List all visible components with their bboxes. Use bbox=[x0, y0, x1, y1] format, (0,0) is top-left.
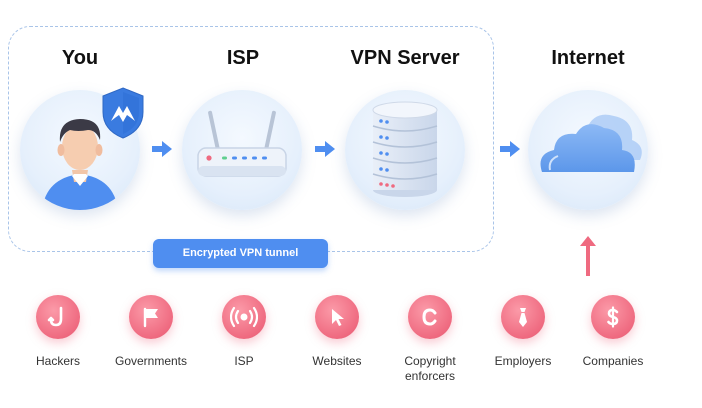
threat-label: ISP bbox=[234, 354, 254, 368]
broadcast-icon bbox=[222, 295, 266, 339]
dollar-icon bbox=[591, 295, 635, 339]
cloud-icon bbox=[540, 114, 642, 172]
threat-isp: ISP bbox=[199, 295, 289, 369]
arrow-right-icon bbox=[315, 141, 335, 157]
cursor-icon bbox=[315, 295, 359, 339]
arrow-up-icon bbox=[580, 236, 596, 276]
threat-governments: Governments bbox=[106, 295, 196, 369]
tie-icon bbox=[501, 295, 545, 339]
threat-label: Governments bbox=[114, 354, 188, 368]
user-icon bbox=[42, 119, 118, 210]
threat-employers: Employers bbox=[478, 295, 568, 369]
threat-hackers: Hackers bbox=[13, 295, 103, 369]
encrypted-tunnel-label: Encrypted VPN tunnel bbox=[153, 239, 328, 268]
stage-title-internet: Internet bbox=[551, 47, 625, 69]
threat-companies: Companies bbox=[568, 295, 658, 369]
flag-icon bbox=[129, 295, 173, 339]
threat-label: Employers bbox=[494, 354, 552, 368]
threat-copyright-enforcers: Copyright enforcers bbox=[385, 295, 475, 384]
arrow-right-icon bbox=[152, 141, 172, 157]
stage-title-you: You bbox=[61, 47, 99, 69]
isp-node bbox=[182, 90, 302, 210]
threat-label: Hackers bbox=[35, 354, 80, 368]
vpn-server-node bbox=[345, 90, 465, 210]
threat-label: Copyright enforcers bbox=[404, 354, 456, 383]
you-node bbox=[20, 90, 140, 210]
router-icon bbox=[197, 110, 287, 177]
threat-label: Websites bbox=[312, 354, 362, 368]
arrow-right-icon bbox=[500, 141, 520, 157]
threat-label: Companies bbox=[582, 354, 644, 368]
stage-title-vpn-server: VPN Server bbox=[350, 47, 460, 69]
shield-icon bbox=[102, 87, 144, 139]
copyright-icon bbox=[408, 295, 452, 339]
internet-node bbox=[528, 90, 648, 210]
server-icon bbox=[372, 101, 438, 197]
hook-icon bbox=[36, 295, 80, 339]
stage-title-isp: ISP bbox=[226, 47, 260, 69]
threat-websites: Websites bbox=[292, 295, 382, 369]
